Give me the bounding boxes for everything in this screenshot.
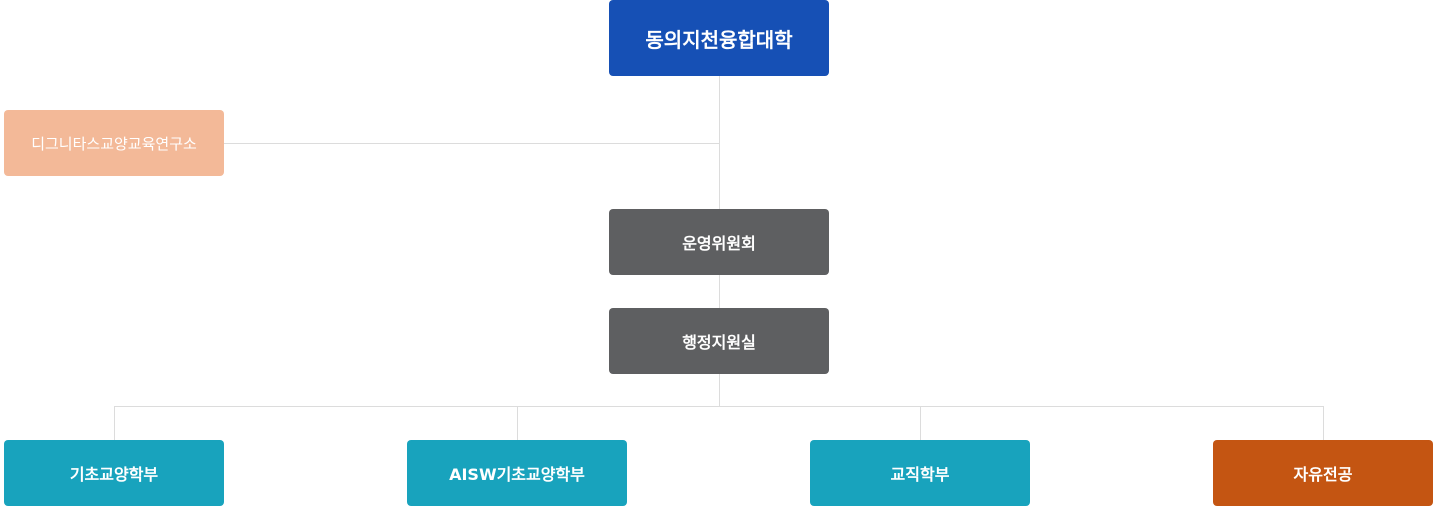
connector-department-3: [920, 406, 921, 440]
org-node-admin-office[interactable]: 행정지원실: [609, 308, 829, 374]
org-node-department-aisw[interactable]: AISW기초교양학부: [407, 440, 627, 506]
connector-departments-horizontal: [114, 406, 1324, 407]
connector-department-4: [1323, 406, 1324, 440]
org-node-admin-office-label: 행정지원실: [682, 333, 756, 352]
connector-department-2: [517, 406, 518, 440]
department-label: AISW기초교양학부: [449, 465, 585, 484]
department-label: 교직학부: [890, 465, 950, 484]
department-label: 자유전공: [1293, 465, 1353, 484]
department-label: 기초교양학부: [69, 465, 159, 484]
org-node-department-basic-liberal-arts[interactable]: 기초교양학부: [4, 440, 224, 506]
org-node-college-label: 동의지천융합대학: [645, 27, 793, 52]
org-node-committee-label: 운영위원회: [682, 234, 756, 253]
connector-department-1: [114, 406, 115, 440]
org-node-institute-label: 디그니타스교양교육연구소: [31, 134, 197, 153]
org-node-institute[interactable]: 디그니타스교양교육연구소: [4, 110, 224, 176]
org-node-committee[interactable]: 운영위원회: [609, 209, 829, 275]
org-node-department-free-major[interactable]: 자유전공: [1213, 440, 1433, 506]
org-node-department-teaching[interactable]: 교직학부: [810, 440, 1030, 506]
org-node-college[interactable]: 동의지천융합대학: [609, 0, 829, 76]
connector-institute-horizontal: [224, 143, 720, 144]
